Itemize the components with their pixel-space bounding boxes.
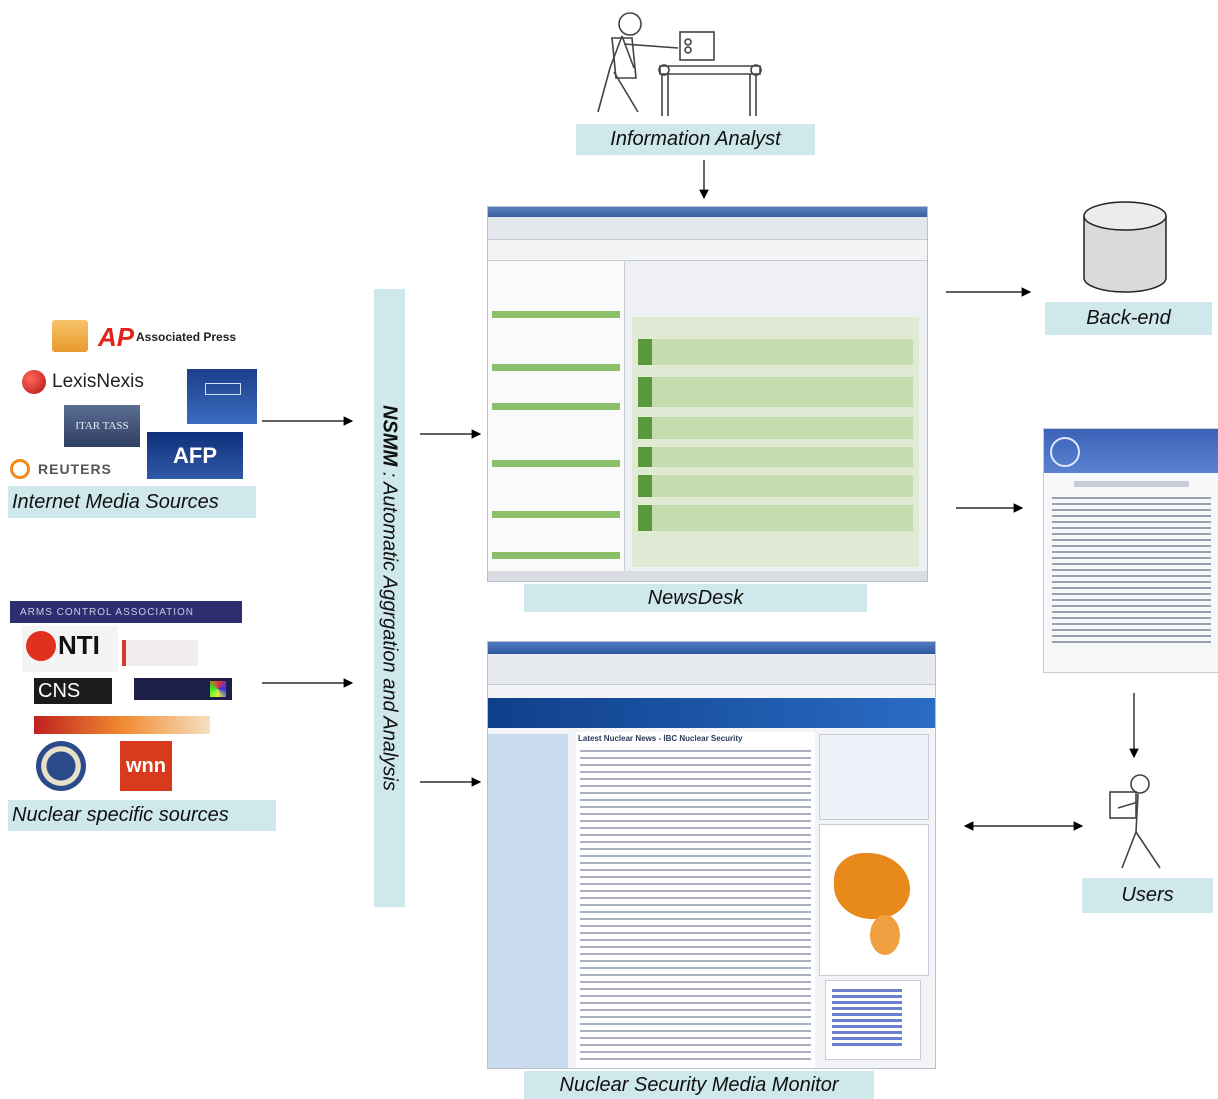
- newsdesk-screenshot: [487, 206, 928, 582]
- monitor-screenshot: Latest Nuclear News - IBC Nuclear Securi…: [487, 641, 936, 1069]
- afp-logo: AFP: [147, 432, 243, 479]
- bbc-monitoring-logo: [187, 369, 257, 424]
- itar-tass-logo: ITAR TASS: [64, 405, 140, 447]
- reuters-icon: [10, 459, 30, 479]
- lexisnexis-logo: LexisNexis: [52, 371, 144, 392]
- user-figure-icon: [1109, 774, 1161, 869]
- users-label: Users: [1082, 878, 1213, 913]
- newsdesk-label: NewsDesk: [524, 584, 867, 612]
- ap-logo-text: Associated Press: [136, 330, 237, 344]
- aca-logo: ARMS CONTROL ASSOCIATION: [10, 601, 242, 623]
- lexisnexis-icon: [22, 370, 46, 394]
- analyst-label: Information Analyst: [576, 124, 815, 155]
- rss-feed-icon: [52, 320, 88, 352]
- monitor-label: Nuclear Security Media Monitor: [524, 1071, 874, 1099]
- wnn-logo: wnn: [120, 741, 172, 791]
- cns-logo: CNS: [34, 678, 112, 704]
- nsmm-bar: [374, 289, 405, 907]
- ap-logo-mark: AP: [98, 322, 135, 352]
- analyst-figure-icon: [597, 12, 762, 116]
- carnegie-logo: [134, 678, 232, 700]
- ieer-logo: [122, 640, 198, 666]
- nti-logo: NTI: [58, 630, 100, 660]
- nti-logo-box: NTI: [22, 626, 118, 672]
- nuclear-sources-label: Nuclear specific sources: [8, 800, 276, 831]
- report-document: [1043, 428, 1218, 673]
- iaea-banner-logo: [34, 716, 210, 734]
- internet-sources-label: Internet Media Sources: [8, 486, 256, 518]
- database-icon: [1083, 201, 1167, 293]
- monitor-headline: Latest Nuclear News - IBC Nuclear Securi…: [578, 734, 743, 743]
- reuters-logo: REUTERS: [38, 461, 112, 477]
- nsmm-label: NSMM : Automatic Aggrgation and Analysis: [378, 405, 401, 791]
- state-dept-seal-icon: [36, 741, 86, 791]
- backend-label: Back-end: [1045, 302, 1212, 335]
